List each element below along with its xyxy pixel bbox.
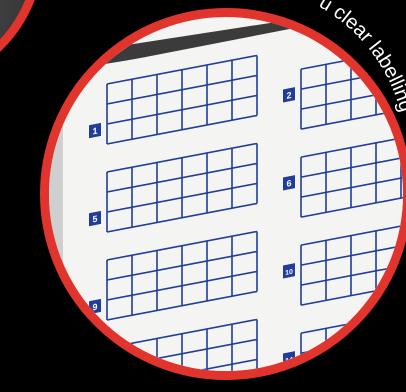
right-label-2-number: 2 bbox=[286, 90, 291, 101]
left-label-1-number: 1 bbox=[92, 126, 97, 137]
adjacent-zoom-circle-content bbox=[0, 0, 35, 81]
board-left-edge bbox=[49, 55, 63, 371]
adjacent-zoom-circle bbox=[0, 0, 44, 90]
left-label-5-number: 5 bbox=[92, 214, 97, 225]
left-label-9-number: 9 bbox=[92, 302, 97, 313]
right-label-6-number: 6 bbox=[286, 178, 291, 189]
